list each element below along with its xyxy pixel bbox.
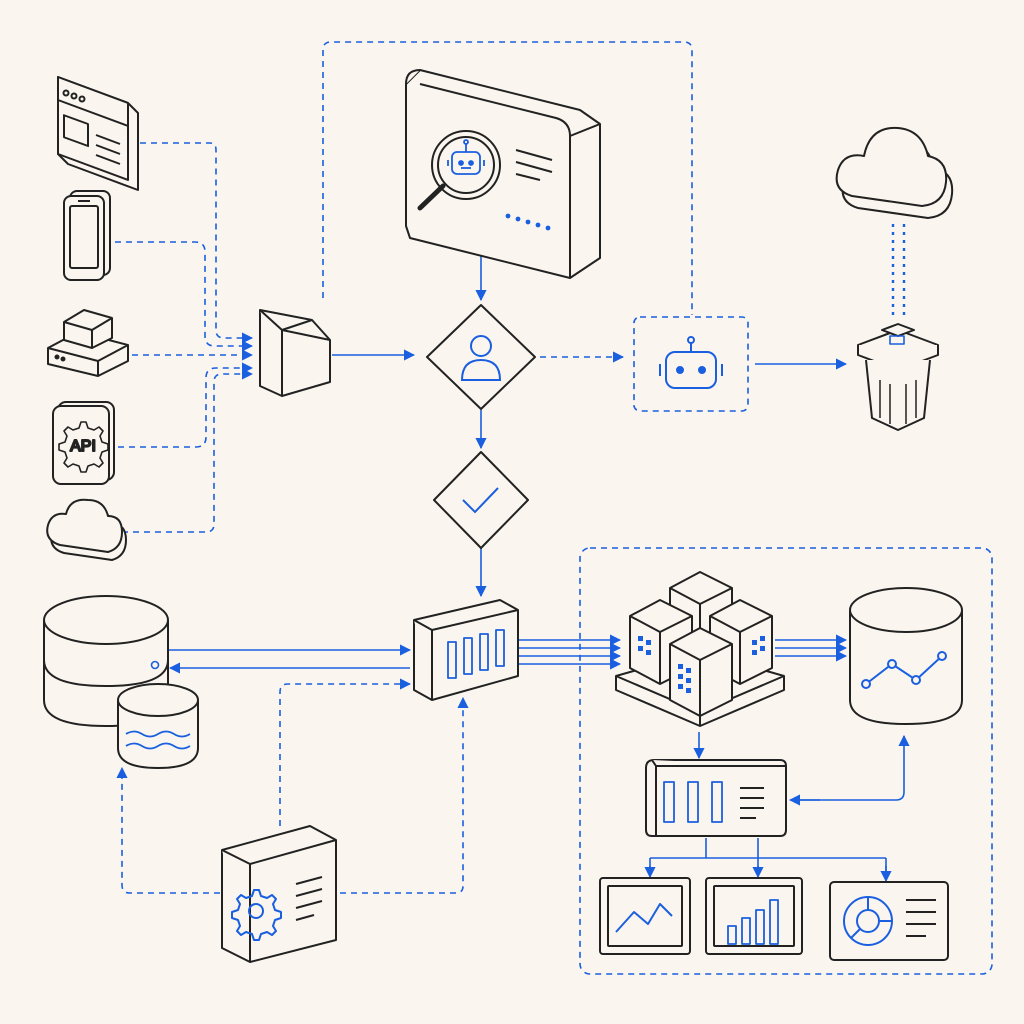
connector-api-to-gateway bbox=[118, 362, 254, 448]
connector-aggregator-analytics bbox=[793, 734, 910, 801]
checkmark-icon bbox=[462, 487, 499, 514]
connector-cloud-to-gateway bbox=[122, 368, 254, 533]
cloud-storage-icon bbox=[835, 126, 954, 219]
line-chart-dashboard-icon[interactable] bbox=[599, 877, 691, 955]
mobile-phone-icon bbox=[63, 190, 111, 281]
analytics-database-icon bbox=[849, 587, 963, 726]
stream-processor-icon bbox=[413, 599, 519, 701]
user-decision-diamond-icon[interactable] bbox=[426, 304, 536, 410]
pie-chart-dashboard-icon[interactable] bbox=[829, 881, 949, 961]
bot-boundary bbox=[633, 316, 749, 412]
bar-chart-dashboard-icon[interactable] bbox=[705, 877, 803, 955]
trash-bin-icon[interactable] bbox=[857, 323, 939, 431]
gear-icon bbox=[231, 889, 282, 941]
iot-device-icon bbox=[47, 309, 129, 377]
config-server-icon bbox=[221, 825, 337, 963]
aggregator-server-icon bbox=[645, 759, 787, 837]
analytics-boundary bbox=[579, 547, 993, 975]
ai-monitor-screen-icon bbox=[405, 69, 601, 279]
compute-cluster-icon bbox=[615, 571, 785, 727]
gateway-prism-icon bbox=[259, 309, 331, 397]
bot-agent-icon[interactable] bbox=[659, 336, 723, 389]
cloud-source-icon bbox=[46, 498, 127, 561]
user-icon bbox=[460, 335, 502, 381]
connector-phone-to-gateway bbox=[115, 241, 254, 352]
connector-browser-to-gateway bbox=[140, 142, 254, 344]
browser-window-icon bbox=[57, 76, 139, 191]
connector-config-to-processor-left bbox=[279, 678, 412, 826]
data-lake-cylinder-icon bbox=[117, 683, 199, 770]
api-gear-icon: API bbox=[52, 401, 115, 485]
connector-config-to-processor-right bbox=[340, 696, 469, 894]
check-decision-diamond-icon[interactable] bbox=[433, 451, 529, 549]
connector-aggregator-to-dashboards bbox=[649, 838, 887, 880]
connector-cloud-to-trash bbox=[891, 224, 906, 320]
connector-config-to-lake bbox=[116, 766, 220, 894]
api-label: API bbox=[70, 438, 96, 455]
connectors bbox=[115, 41, 910, 894]
